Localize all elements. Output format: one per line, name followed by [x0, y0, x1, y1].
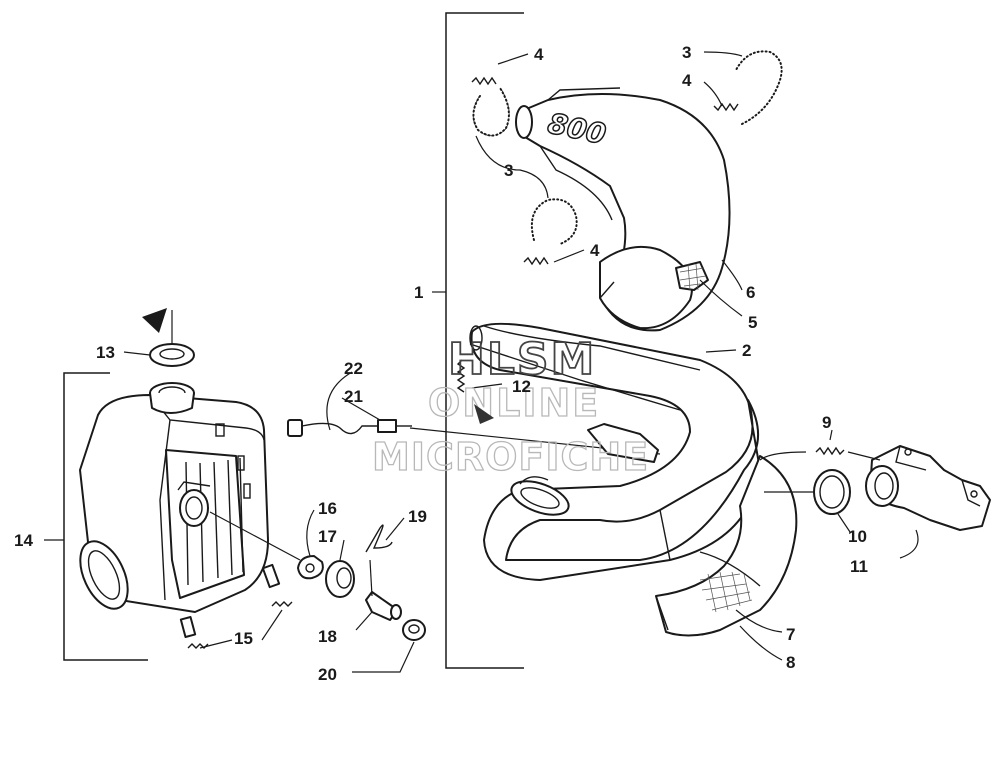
- bracket-assembly-1: [432, 12, 524, 669]
- grommet-13[interactable]: [123, 308, 195, 367]
- spring-4-lower[interactable]: [523, 249, 585, 266]
- callout-22: 22: [344, 359, 363, 378]
- callout-10: 10: [848, 527, 867, 546]
- callout-4a: 4: [534, 45, 544, 64]
- callout-3b: 3: [504, 161, 513, 180]
- spring-12[interactable]: [456, 359, 503, 393]
- callout-16: 16: [318, 499, 337, 518]
- callout-19: 19: [408, 507, 427, 526]
- clamp-3-upper-right[interactable]: [703, 50, 783, 125]
- callout-7: 7: [786, 625, 795, 644]
- spring-9[interactable]: [759, 429, 881, 461]
- expansion-chamber-2[interactable]: [469, 322, 761, 581]
- clamp-3-upper-left[interactable]: [472, 87, 510, 137]
- watermark: HLSM ONLINE MICROFICHE: [371, 333, 649, 480]
- callout-20: 20: [318, 665, 337, 684]
- spring-4-upper-right[interactable]: [703, 81, 739, 112]
- callout-18: 18: [318, 627, 337, 646]
- watermark-arrow-icon: [474, 404, 494, 424]
- spring-15[interactable]: [187, 601, 293, 649]
- exhaust-manifold-11[interactable]: [865, 445, 991, 531]
- callout-6: 6: [746, 283, 755, 302]
- pin-19[interactable]: [365, 517, 405, 553]
- arrow-marker-icon: [142, 308, 167, 333]
- callout-4c: 4: [590, 241, 600, 260]
- callout-2: 2: [742, 341, 751, 360]
- callout-15: 15: [234, 629, 253, 648]
- callout-3a: 3: [682, 43, 691, 62]
- tailpipe-section-6[interactable]: 800: [515, 87, 731, 332]
- watermark-line1: HLSM: [448, 334, 596, 385]
- gasket-10[interactable]: [764, 469, 851, 533]
- heat-shield-7[interactable]: [655, 455, 798, 637]
- washer-16[interactable]: [209, 509, 324, 580]
- callout-5: 5: [748, 313, 757, 332]
- callout-8: 8: [786, 653, 795, 672]
- callout-21: 21: [344, 387, 363, 406]
- callout-4b: 4: [682, 71, 692, 90]
- watermark-line2: ONLINE: [428, 381, 600, 425]
- bracket-assembly-14: [44, 372, 148, 661]
- clamp-3-lower[interactable]: [475, 135, 578, 245]
- callout-1: 1: [414, 283, 423, 302]
- grommet-17[interactable]: [325, 539, 355, 598]
- callout-9: 9: [822, 413, 831, 432]
- mesh-insulation-8: [699, 571, 753, 613]
- callout-11: 11: [850, 557, 868, 576]
- spring-4-upper-left[interactable]: [471, 53, 529, 86]
- callout-13: 13: [96, 343, 115, 362]
- callout-17: 17: [318, 527, 337, 546]
- mesh-patch-5: [675, 261, 709, 291]
- muffler-part[interactable]: [71, 382, 281, 638]
- callout-12: 12: [512, 377, 531, 396]
- temp-sensor-21[interactable]: [287, 371, 412, 437]
- callout-labels: 1 2 3 3 4 4 4 5 6 7 8 9 10 11 12 13 14 1…: [14, 43, 868, 684]
- watermark-line3: MICROFICHE: [372, 435, 649, 479]
- nut-20[interactable]: [352, 619, 426, 673]
- callout-14: 14: [14, 531, 33, 550]
- bolt-18[interactable]: [355, 559, 402, 631]
